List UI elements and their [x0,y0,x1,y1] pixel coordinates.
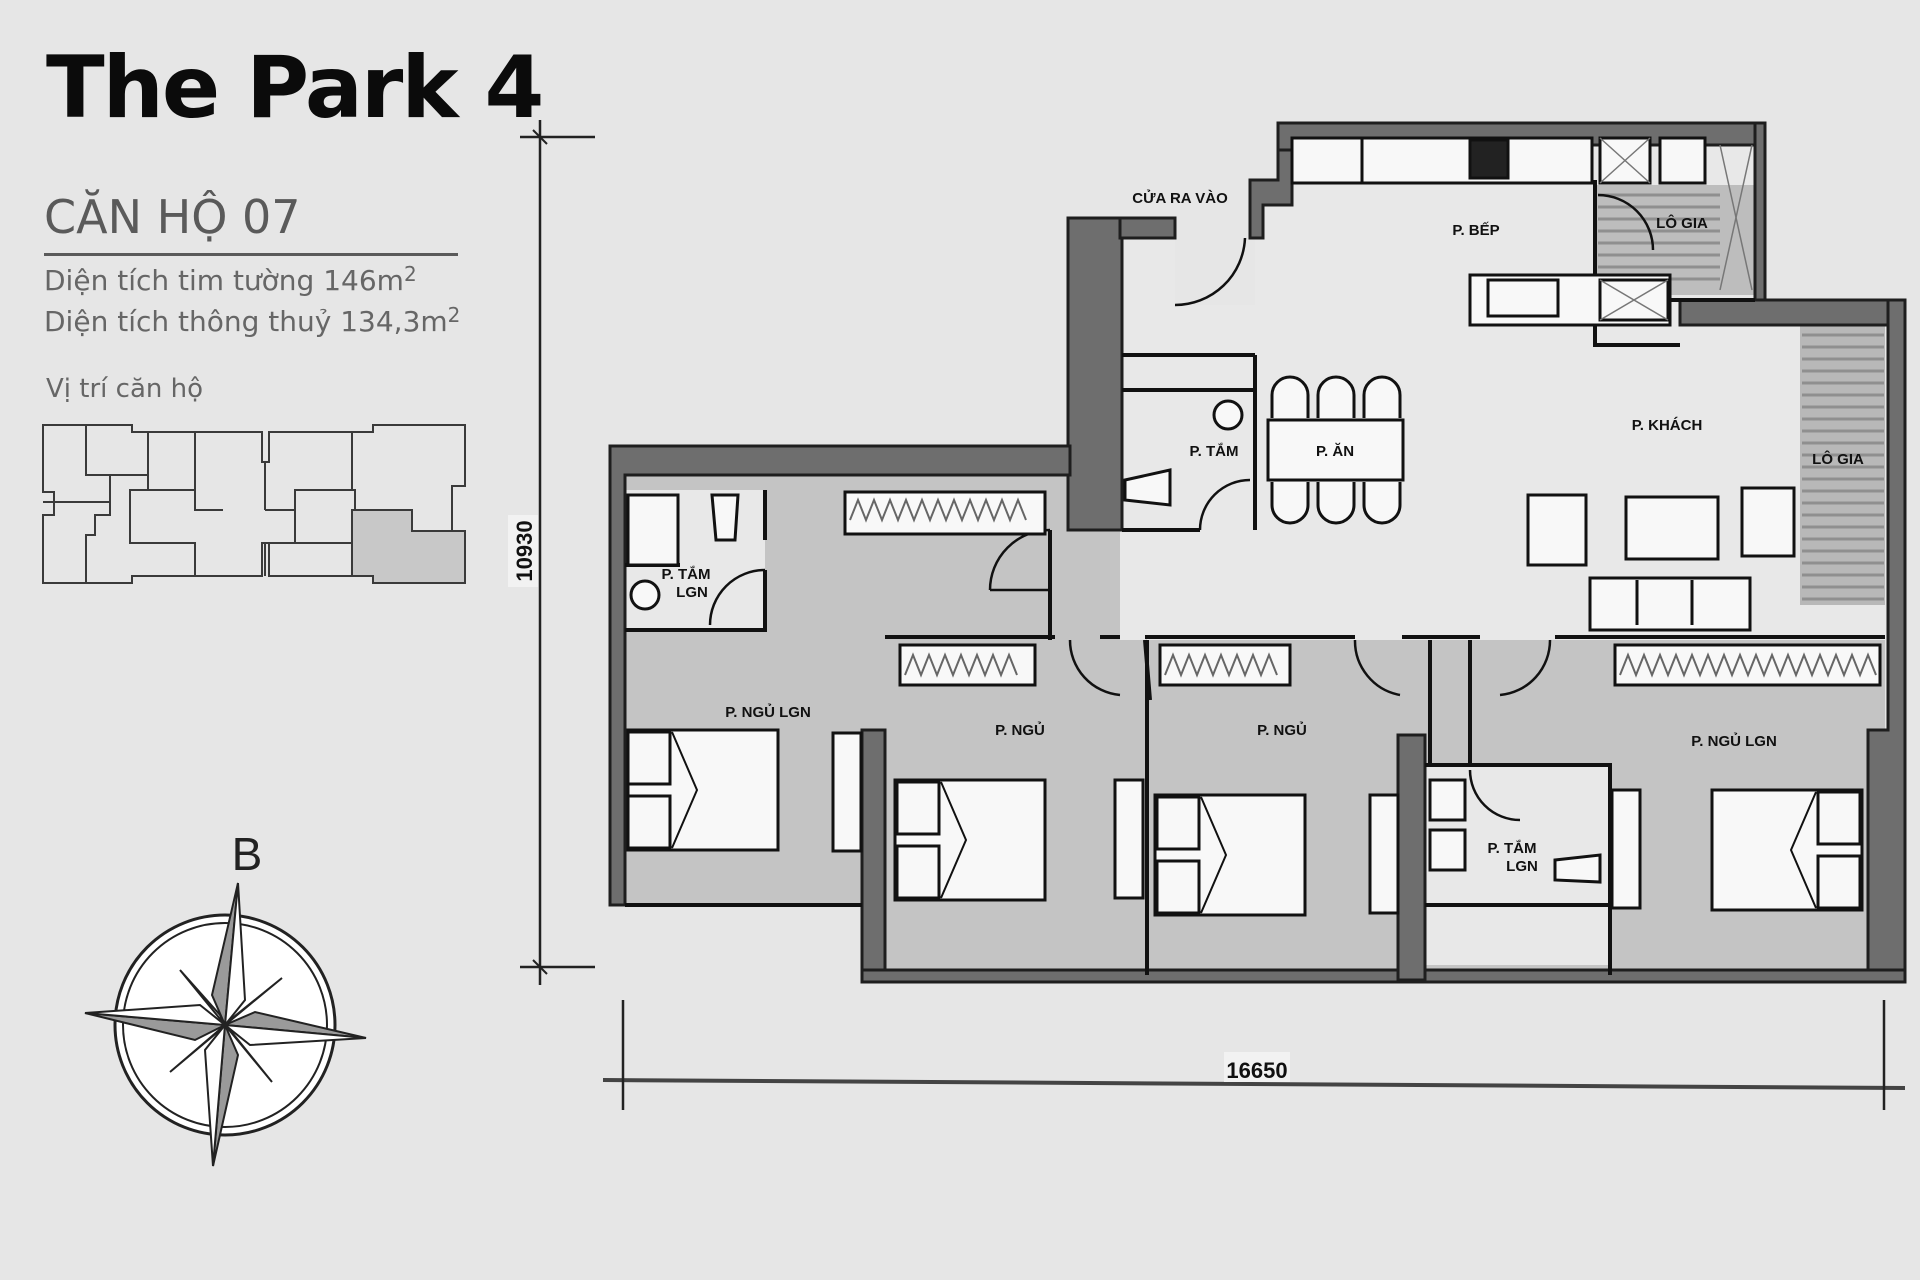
label-bath-master-right-2: LGN [1506,858,1538,875]
dimension-height-label: 10930 [512,520,537,581]
area-gross: Diện tích tim tường 146m2 [44,262,417,297]
logia-hatch [1598,193,1884,601]
label-living: P. KHÁCH [1632,417,1703,434]
label-bath-master-left-2: LGN [676,584,708,601]
label-bath-common: P. TẮM [1190,442,1239,460]
label-bedroom-master-right: P. NGỦ LGN [1691,732,1777,750]
label-bath-master-right-1: P. TẮM [1488,839,1537,857]
bathroom-fixtures [626,399,1602,884]
label-bedroom-3: P. NGỦ [1257,721,1307,739]
beds [626,728,1864,917]
label-bedroom-2: P. NGỦ [995,721,1045,739]
label-entrance: CỬA RA VÀO [1132,189,1228,207]
unit-title: CĂN HỘ 07 [44,190,301,244]
label-bedroom-master-left: P. NGỦ LGN [725,703,811,721]
north-compass-icon: B [84,828,367,1167]
key-plan [42,424,466,584]
x-marks [1599,137,1753,321]
compass-north-label: B [232,828,263,880]
label-logia-living: LÔ GIA [1812,450,1864,468]
title-divider [44,253,458,256]
room-labels: CỬA RA VÀO P. BẾP LÔ GIA P. KHÁCH LÔ GIA… [662,189,1864,875]
wardrobe-zigzag [849,497,1877,678]
label-dining: P. ĂN [1316,443,1354,460]
living-furniture [1526,486,1796,632]
area-net: Diện tích thông thuỷ 134,3m2 [44,303,461,338]
doors [708,193,1655,822]
dimension-width-label: 16650 [1226,1058,1287,1083]
tv-units [831,731,1642,915]
label-kitchen: P. BẾP [1452,222,1499,239]
label-logia-kitchen: LÔ GIA [1656,214,1708,232]
dining-table [1266,375,1405,525]
key-plan-label: Vị trí căn hộ [46,374,204,404]
label-bath-master-left-1: P. TẮM [662,565,711,583]
project-title: The Park 4 [46,38,544,138]
